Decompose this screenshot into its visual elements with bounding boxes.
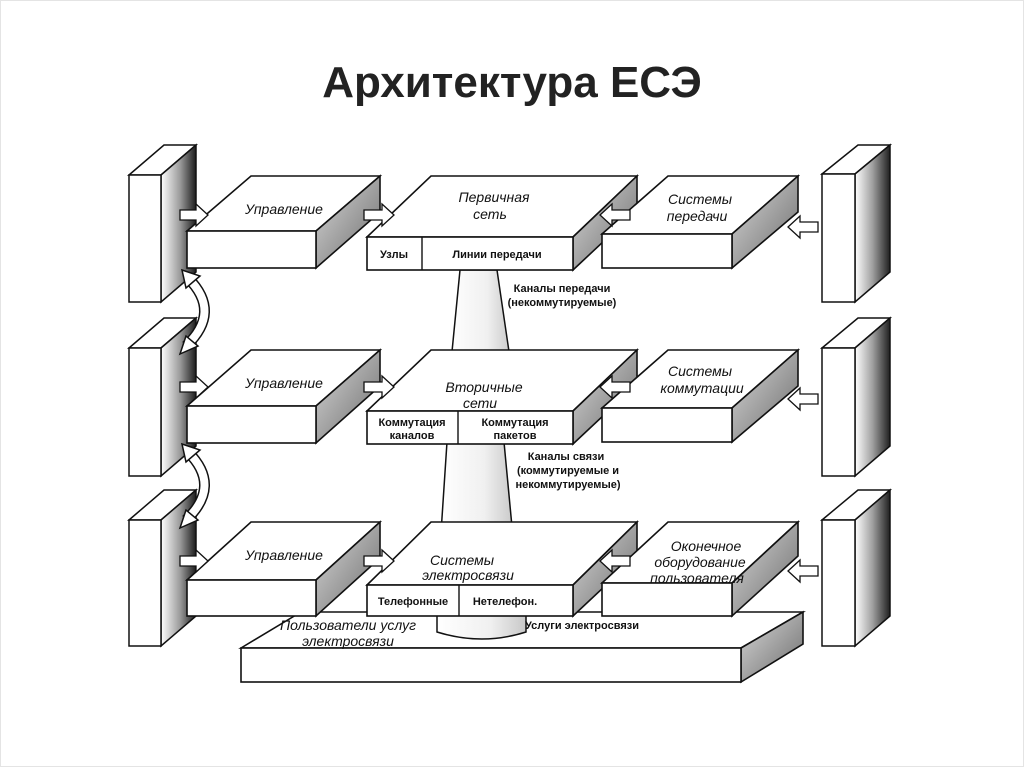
center-title-3-line1: Системы [430,552,495,568]
arrow-left-icon [787,214,819,240]
right-pillar-2 [819,316,893,478]
cell-packet-switching-line1: Коммутация [481,417,548,429]
center-title-3-line2: электросвязи [422,567,514,583]
center-block-3: Системы электросвязи Телефонные Нетелефо… [365,520,639,618]
management-block-2: Управление [184,348,383,445]
right-block-1: Системы передачи [599,174,801,270]
cell-nodes: Узлы [380,249,408,261]
center-block-1: Первичная сеть Узлы Линии передачи [365,174,639,272]
right-title-2-line2: коммутации [660,380,744,396]
management-block-1: Управление [184,174,383,270]
slide-title: Архитектура ЕСЭ [322,58,702,107]
management-label-3: Управление [244,547,323,563]
arrow-right-icon [179,374,209,400]
arrow-left-icon [787,558,819,584]
left-pillar-3 [126,488,199,648]
right-title-1-line2: передачи [667,208,728,224]
link-cone-3 [436,613,527,640]
cell-telephone: Телефонные [378,596,448,608]
arrow-left-icon [787,386,819,412]
arrow-left-icon [599,374,631,400]
block-arrows [179,202,819,584]
center-title-1-line1: Первичная [458,189,530,205]
arrow-left-icon [599,202,631,228]
right-pillar-3 [819,488,893,648]
right-pillar-1 [819,143,893,304]
link-label-1-line1: Каналы передачи [514,283,611,295]
double-arrow-2 [178,442,210,530]
management-block-3: Управление [184,520,383,618]
base-platform-label-line1: Пользователи услуг [280,617,416,633]
right-title-3-line2: оборудование [654,554,746,570]
management-label-1: Управление [244,201,323,217]
center-title-2-line2: сети [463,395,497,411]
link-label-2-line3: некоммутируемые) [515,479,620,491]
cell-transmission-lines: Линии передачи [452,249,541,261]
center-block-2: Вторичные сети Коммутация каналов Коммут… [365,348,639,446]
right-block-3: Оконечное оборудование пользователя [599,520,801,618]
link-label-3: Услуги электросвязи [525,620,639,632]
arrow-right-icon [363,202,395,228]
link-label-2-line1: Каналы связи [528,451,605,463]
double-arrow-1 [178,268,210,356]
arrow-left-icon [599,548,631,574]
cell-packet-switching-line2: пакетов [494,430,537,442]
arrow-right-icon [179,548,209,574]
arrow-right-icon [363,374,395,400]
management-label-2: Управление [244,375,323,391]
center-title-2-line1: Вторичные [445,379,522,395]
right-title-1-line1: Системы [668,191,733,207]
link-label-2-line2: (коммутируемые и [517,465,619,477]
right-block-2: Системы коммутации [599,348,801,444]
arrow-right-icon [363,548,395,574]
cell-non-telephone: Нетелефон. [473,596,537,608]
cell-circuit-switching-line1: Коммутация [378,417,445,429]
base-platform-label-line2: электросвязи [302,633,394,649]
right-title-2-line1: Системы [668,363,733,379]
center-title-1-line2: сеть [473,206,507,222]
right-title-3-line3: пользователя [650,570,744,586]
link-label-1-line2: (некоммутируемые) [508,297,617,309]
right-title-3-line1: Оконечное [671,538,742,554]
cell-circuit-switching-line2: каналов [390,430,435,442]
arrow-right-icon [179,202,209,228]
